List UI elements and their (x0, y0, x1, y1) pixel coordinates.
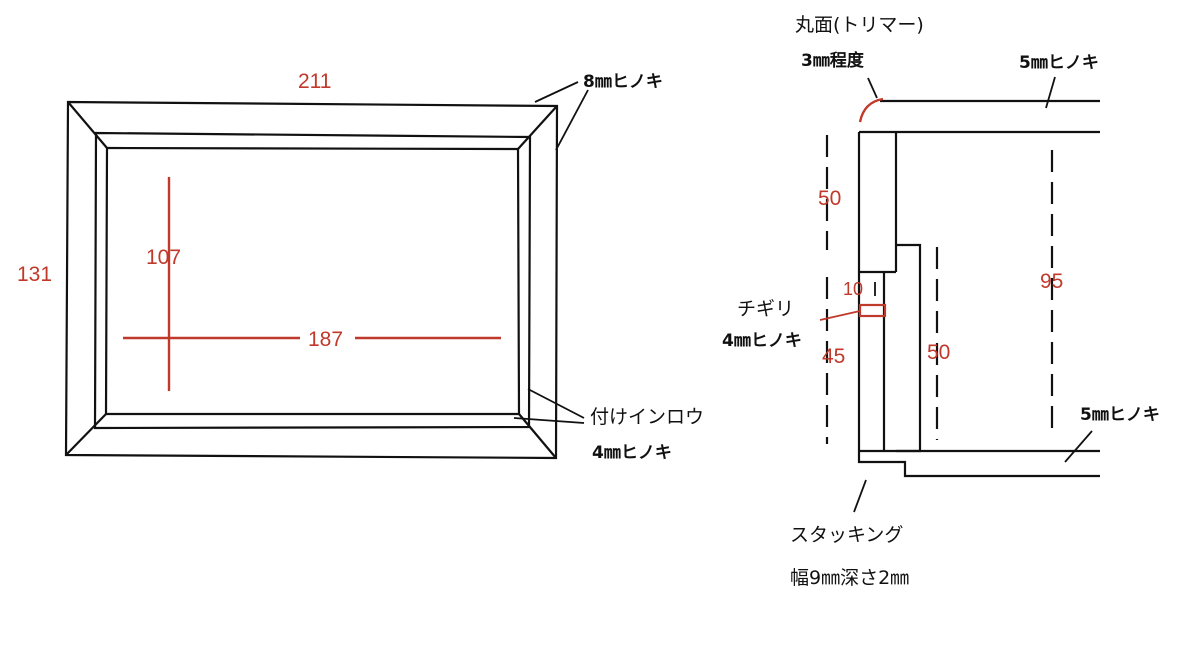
miter-bottom-right (518, 413, 557, 459)
dim-upper-50: 50 (818, 187, 841, 210)
chigiri-key (858, 303, 887, 318)
stacking-groove (857, 455, 1100, 478)
label-inlay-material: 4㎜ヒノキ (592, 443, 672, 463)
inlay-section (896, 243, 922, 453)
label-round-edge: 丸面(トリマー) (795, 14, 924, 36)
dim-inner-width: 187 (308, 328, 343, 351)
dim-height-95: 95 (1040, 270, 1063, 293)
dim-outer-width: 211 (298, 70, 331, 93)
label-stacking-size: 幅9㎜深さ2㎜ (790, 567, 909, 589)
label-chigiri: チギリ (737, 298, 794, 320)
label-stacking: スタッキング (790, 524, 903, 546)
miter-top-left (67, 101, 108, 149)
leader-top-material (1045, 76, 1056, 109)
label-chigiri-material: 4㎜ヒノキ (722, 331, 802, 351)
miter-top-right (517, 105, 558, 150)
section-leaders (819, 76, 1093, 513)
dim-lower-45: 45 (822, 345, 845, 368)
dim-outer-height: 131 (17, 263, 52, 286)
leader-chigiri (819, 310, 861, 321)
leader-inlay-1 (527, 388, 585, 419)
label-bottom-material: 5㎜ヒノキ (1080, 405, 1160, 425)
front-dimension-lines (123, 177, 501, 391)
front-leaders (513, 81, 589, 424)
front-view (64, 100, 559, 460)
dim-inner-height: 107 (146, 246, 181, 269)
leader-frame-1 (534, 81, 579, 103)
leader-round-edge (867, 77, 878, 99)
label-inlay-name: 付けインロウ (590, 406, 704, 428)
label-top-material: 5㎜ヒノキ (1019, 53, 1099, 73)
round-edge-arc (858, 97, 884, 123)
label-round-edge-size: 3㎜程度 (801, 50, 865, 71)
leader-stacking (853, 479, 867, 513)
dim-inner-50: 50 (927, 341, 950, 364)
dim-ten: 10 (843, 279, 863, 299)
frame-outer-edge (64, 100, 559, 460)
leader-inlay-2 (513, 417, 585, 424)
section-view (857, 99, 1100, 478)
frame-inner-edge (93, 131, 532, 430)
label-frame-material: 8㎜ヒノキ (583, 72, 663, 92)
miter-bottom-left (65, 413, 107, 456)
section-dimension-lines (825, 135, 1054, 444)
leader-bottom-material (1064, 430, 1093, 463)
leader-frame-2 (555, 89, 589, 151)
